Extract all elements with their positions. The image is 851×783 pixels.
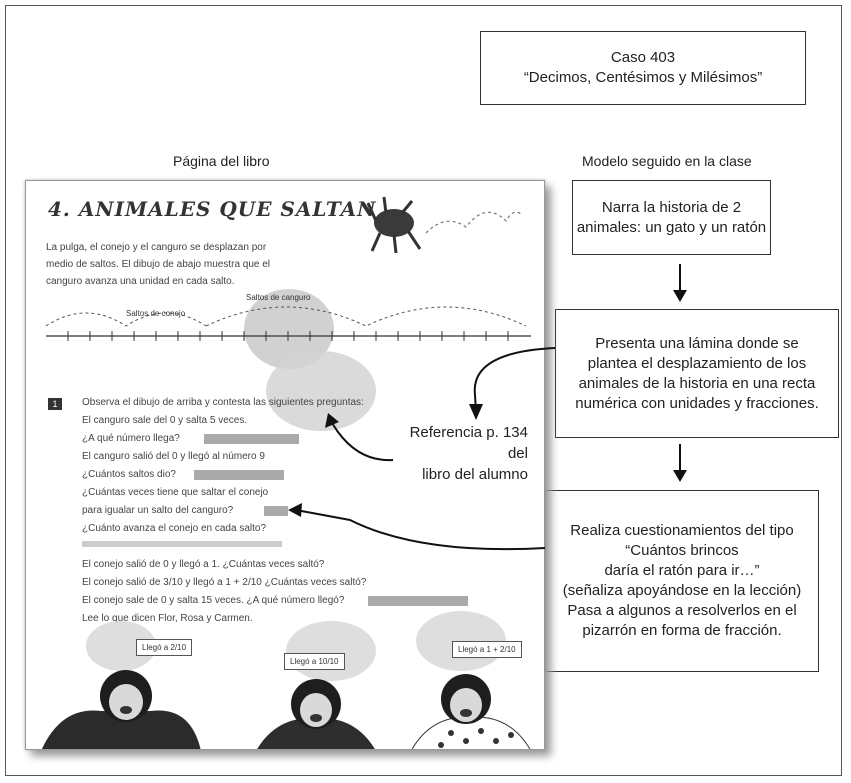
- exercise-line: El canguro sale del 0 y salta 5 veces.: [82, 415, 248, 426]
- smudge-blob: [286, 621, 376, 681]
- step-1-box: Narra la historia de 2 animales: un gato…: [572, 180, 771, 255]
- down-arrow-2: [673, 444, 687, 482]
- exercise-line: ¿A qué número llega?: [82, 433, 180, 444]
- step-1-line: animales: un gato y un ratón: [576, 218, 767, 236]
- kangaroo-jumps-label: Saltos de canguro: [246, 293, 311, 302]
- exercise-line: ¿Cuánto avanza el conejo en cada salto?: [82, 523, 267, 534]
- step-3-line: “Cuántos brincos: [625, 542, 739, 559]
- step-3-line: pizarrón en forma de fracción.: [582, 622, 782, 639]
- exercise-number: 1: [48, 398, 62, 410]
- exercise-line: para igualar un salto del canguro?: [82, 505, 234, 516]
- child-illustration-flor: [41, 670, 201, 749]
- exercise-line: ¿Cuántas veces tiene que saltar el conej…: [82, 487, 269, 498]
- exercise-line: ¿Cuántos saltos dio?: [82, 469, 176, 480]
- child-illustration-rosa: [257, 679, 375, 749]
- step-3-box: Realiza cuestionamientos del tipo “Cuánt…: [545, 490, 819, 672]
- answer-blank: [264, 506, 288, 516]
- step-2-line: animales de la historia en una recta: [578, 374, 816, 392]
- exercise-line: El conejo salió de 0 y llegó a 1. ¿Cuánt…: [82, 559, 325, 570]
- case-title-box: Caso 403 “Decimos, Centésimos y Milésimo…: [480, 31, 806, 105]
- intro-line: canguro avanza una unidad en cada salto.: [46, 276, 235, 287]
- step-2-line: Presenta una lámina donde se: [595, 334, 799, 352]
- child-illustration-carmen: [411, 674, 531, 749]
- answer-blank: [82, 541, 282, 547]
- exercise-line: El conejo salió de 3/10 y llegó a 1 + 2/…: [82, 577, 367, 588]
- exercise-line: Lee lo que dicen Flor, Rosa y Carmen.: [82, 613, 253, 624]
- step-3-line: (señaliza apoyándose en la lección): [562, 582, 802, 599]
- case-title: “Decimos, Centésimos y Milésimos”: [523, 69, 763, 86]
- step-3-line: Realiza cuestionamientos del tipo: [570, 522, 794, 539]
- exercise-line: Observa el dibujo de arriba y contesta l…: [82, 397, 364, 408]
- step-2-line: numérica con unidades y fracciones.: [575, 394, 819, 412]
- intro-line: La pulga, el conejo y el canguro se desp…: [46, 242, 267, 253]
- speech-bubble: Llegó a 2/10: [136, 639, 193, 656]
- rabbit-jumps-label: Saltos de conejo: [126, 309, 186, 318]
- intro-line: medio de saltos. El dibujo de abajo mues…: [46, 259, 271, 270]
- answer-blank: [194, 470, 284, 480]
- book-title: 4. ANIMALES QUE SALTAN: [48, 197, 377, 221]
- reference-line: libro del alumno: [422, 466, 528, 483]
- model-caption: Modelo seguido en la clase: [582, 153, 752, 169]
- number-line-ticks: [67, 331, 509, 341]
- flea-illustration: [366, 196, 523, 254]
- figure-frame: [5, 5, 842, 776]
- answer-blank: [204, 434, 299, 444]
- step-3-line: Pasa a algunos a resolverlos en el: [567, 602, 797, 619]
- step-2-box: Presenta una lámina donde se plantea el …: [555, 309, 839, 438]
- exercise-line: El conejo sale de 0 y salta 15 veces. ¿A…: [82, 595, 345, 606]
- book-page: 4. ANIMALES QUE SALTAN La pulga, el cone…: [25, 180, 545, 750]
- down-arrow-1: [673, 264, 687, 302]
- exercise-line: El canguro salió del 0 y llegó al número…: [82, 451, 265, 462]
- case-number: Caso 403: [610, 49, 676, 66]
- book-intro: La pulga, el conejo y el canguro se desp…: [46, 239, 336, 290]
- speech-bubble: Llegó a 10/10: [284, 653, 345, 670]
- reference-note: Referencia p. 134 del libro del alumno: [400, 422, 528, 485]
- step-3-line: daría el ratón para ir…”: [604, 562, 760, 579]
- smudge-blob: [266, 351, 376, 431]
- book-page-caption: Página del libro: [173, 153, 270, 169]
- step-1-line: Narra la historia de 2: [601, 198, 742, 216]
- reference-line: Referencia p. 134 del: [409, 424, 528, 462]
- step-2-line: plantea el desplazamiento de los: [587, 354, 807, 372]
- number-line: Saltos de conejo Saltos de canguro: [45, 293, 531, 341]
- answer-blank: [368, 596, 468, 606]
- speech-bubble: Llegó a 1 + 2/10: [452, 641, 522, 658]
